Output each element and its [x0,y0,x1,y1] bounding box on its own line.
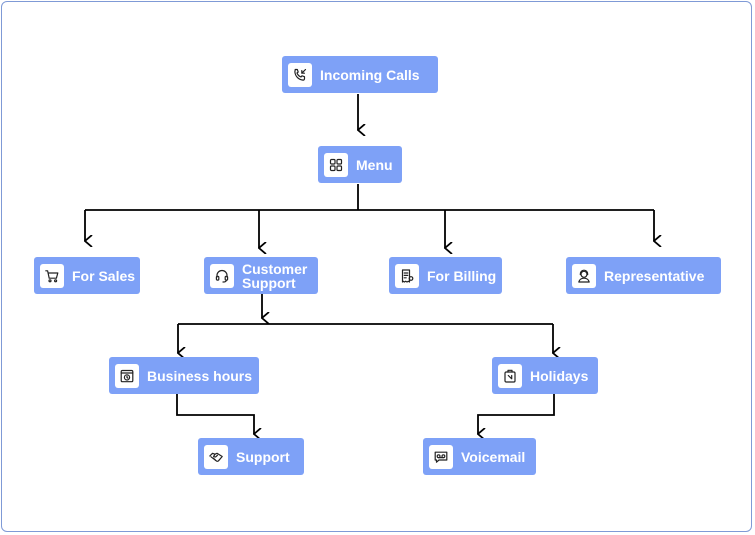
node-holidays[interactable]: Holidays [492,357,598,394]
clock-register-icon [115,363,139,388]
node-label: Representative [604,267,705,284]
voicemail-icon [429,444,453,469]
node-for-sales[interactable]: For Sales [34,257,140,294]
node-voicemail[interactable]: Voicemail [423,438,536,475]
grid-icon [324,152,348,177]
node-for-billing[interactable]: For Billing [389,257,502,294]
connector-holidays-to-voicemail [478,394,555,434]
luggage-icon [498,363,522,388]
node-label: For Sales [72,267,136,284]
node-menu[interactable]: Menu [318,146,402,183]
node-customer-support[interactable]: Customer Support [204,257,318,294]
node-label: Menu [356,156,393,173]
node-label: Support [236,448,290,465]
handshake-icon [204,444,228,469]
headset-icon [210,263,234,288]
agent-icon [572,263,596,288]
node-business-hours[interactable]: Business hours [109,357,259,394]
node-support[interactable]: Support [198,438,304,475]
cart-icon [40,263,64,288]
connector-business-to-support [176,394,254,434]
node-label: Incoming Calls [320,66,420,83]
phone-incoming-icon [288,62,312,87]
node-label: Voicemail [461,448,526,465]
node-representative[interactable]: Representative [566,257,721,294]
bill-icon [395,263,419,288]
node-label: For Billing [427,267,497,284]
node-label: Customer Support [242,260,308,291]
node-incoming-calls[interactable]: Incoming Calls [282,56,438,93]
node-label: Business hours [147,367,253,384]
node-label: Holidays [530,367,589,384]
